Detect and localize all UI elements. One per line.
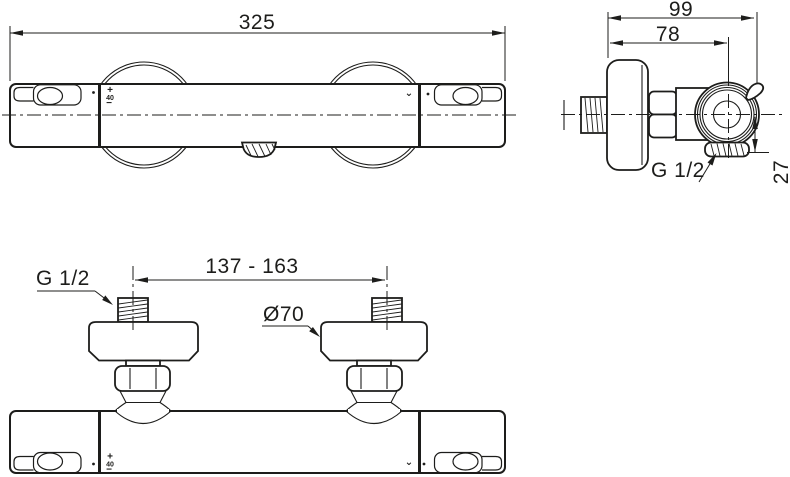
temperature-scale-marking: + 40 − [92,452,114,476]
depth-total-text: 99 [669,0,693,21]
inlet-cone-left [114,390,172,412]
depth-dimension-body: 78 [610,23,729,86]
side-view: 99 78 27 G 1/2 [561,0,790,184]
depth-body-text: 78 [656,23,680,46]
hex-nut [648,90,678,139]
outlet-thread-label: G 1/2 [651,159,705,182]
inlet-right [320,297,428,412]
inlet-cone-right [345,390,403,412]
temp-plus-mark: + [107,452,113,463]
inlet-spacing-dimension: 137 - 163 [135,255,385,283]
inlet-left [88,297,199,412]
index-dot [422,462,426,466]
union-nut-right [346,365,403,392]
temp-minus-mark: − [106,465,112,476]
outlet-drop-text: 27 [770,160,790,184]
flow-marking: ⌄ [405,88,430,99]
inlet-thread-callout: G 1/2 [36,267,113,305]
escutcheon-diameter-label: Ø70 [263,303,304,326]
outlet-knurl-hatch [710,143,745,157]
escutcheon-right [320,321,428,362]
inlet-thread-label: G 1/2 [36,267,90,290]
flow-marking: ⌄ [405,457,426,468]
escutcheon-diameter-callout: Ø70 [262,303,320,337]
mixer-bar-body [9,410,506,474]
temp-plus-mark: + [107,85,113,96]
temperature-value: 40 [106,462,114,469]
index-dot [92,91,95,94]
inlet-spacing-text: 137 - 163 [205,255,298,278]
union-nut-left [114,365,171,392]
bottom-view: + 40 − ⌄ 137 - 163 G 1/2 Ø70 [9,255,506,476]
handle-lever [745,82,765,101]
temp-minus-mark: − [106,98,112,109]
outlet-knurl-hatch [245,143,276,157]
inlet-bell-right [345,410,403,424]
flow-direction-mark: ⌄ [405,88,413,99]
outlet-drop-dimension: 27 [747,116,790,184]
temperature-scale-marking: + 40 − [92,85,114,109]
shower-hose-outlet [240,141,278,158]
bar-line-eraser-left [117,409,169,414]
escutcheon-left [88,321,199,362]
width-dimension: 325 [9,11,506,81]
bar-line-eraser-right [348,409,400,414]
index-dot [92,462,95,466]
inlet-bell-left [114,410,172,424]
temperature-value: 40 [106,95,114,102]
flow-direction-mark: ⌄ [405,457,413,468]
front-view: + 40 − ⌄ 325 [2,11,519,169]
depth-dimension-total: 99 [607,0,758,83]
index-dot [426,92,430,96]
width-dimension-text: 325 [239,11,276,34]
shower-outlet-port [704,141,750,158]
outlet-thread-callout: G 1/2 [651,153,717,183]
